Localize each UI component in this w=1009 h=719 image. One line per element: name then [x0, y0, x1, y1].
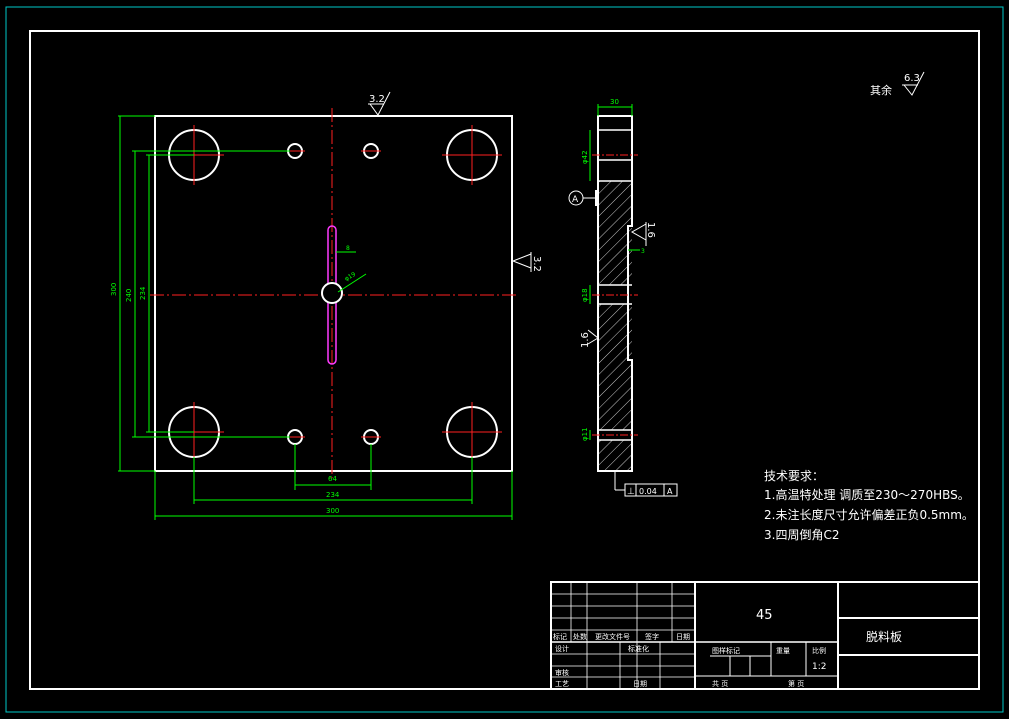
svg-text:30: 30: [610, 98, 619, 106]
svg-text:300: 300: [326, 507, 339, 515]
small-hole: [361, 429, 381, 445]
svg-text:240: 240: [125, 289, 133, 302]
svg-text:工艺: 工艺: [555, 680, 569, 688]
note-item: 1.高温特处理 调质至230～270HBS。: [764, 487, 970, 502]
plate-outline: [154, 115, 513, 472]
title-block-text: 45 脱料板 1:2 标记 处数 更改文件号 签字 日期 设计 标准化 图样标记…: [553, 608, 902, 688]
svg-text:φ11: φ11: [581, 427, 589, 441]
svg-text:φ42: φ42: [581, 150, 589, 164]
svg-text:设计: 设计: [555, 644, 569, 653]
sheet-border: [5, 6, 1004, 713]
svg-text:3.2: 3.2: [369, 94, 385, 105]
note-item: 3.四周倒角C2: [764, 528, 839, 542]
roughness-right: 3.2: [511, 252, 542, 272]
front-view: 300 240 234 64 234 300 8 φ19 3.2 3.2: [110, 91, 542, 520]
svg-text:1.6: 1.6: [580, 332, 591, 348]
svg-text:重量: 重量: [776, 647, 790, 655]
svg-text:φ18: φ18: [581, 288, 589, 302]
notes-title: 技术要求：: [764, 469, 824, 483]
corner-hole: [442, 402, 502, 462]
svg-text:3.2: 3.2: [531, 256, 542, 272]
svg-text:234: 234: [139, 286, 147, 300]
svg-text:处数: 处数: [573, 632, 587, 641]
svg-text:第 页: 第 页: [788, 679, 804, 688]
svg-text:64: 64: [328, 475, 337, 483]
svg-text:234: 234: [326, 491, 340, 499]
note-item: 2.未注长度尺寸允许偏差正负0.5mm。: [764, 507, 974, 522]
svg-text:A: A: [572, 195, 579, 205]
technical-notes: 技术要求： 1.高温特处理 调质至230～270HBS。 2.未注长度尺寸允许偏…: [764, 469, 974, 542]
svg-text:日期: 日期: [633, 680, 647, 688]
material: 45: [756, 608, 773, 623]
svg-text:审核: 审核: [555, 668, 569, 677]
svg-text:8: 8: [346, 245, 350, 252]
roughness-top: 3.2: [368, 91, 391, 116]
svg-text:φ19: φ19: [344, 271, 358, 283]
small-hole: [361, 143, 381, 159]
geometric-tolerance: ⊥ 0.04 A: [614, 471, 678, 497]
svg-text:比例: 比例: [812, 646, 826, 655]
svg-text:图样标记: 图样标记: [712, 646, 740, 655]
svg-text:其余: 其余: [870, 83, 892, 97]
svg-text:签字: 签字: [645, 632, 659, 641]
datum-a: A: [568, 190, 598, 206]
corner-hole: [442, 125, 502, 185]
svg-text:1.6: 1.6: [645, 222, 656, 238]
side-view: 30 φ42 φ18 φ11 3 A 1.6 1.6 ⊥ 0.04 A: [568, 98, 678, 497]
svg-text:6.3: 6.3: [904, 73, 920, 84]
svg-text:3: 3: [641, 248, 645, 255]
svg-text:标准化: 标准化: [628, 644, 649, 653]
roughness-other: 其余 6.3: [870, 71, 925, 97]
center-hole: [321, 282, 343, 304]
part-name: 脱料板: [866, 629, 902, 644]
roughness-side: 1.6: [630, 222, 656, 246]
svg-text:0.04: 0.04: [639, 487, 657, 496]
svg-text:标记: 标记: [553, 632, 567, 641]
roughness-side-left: 1.6: [580, 329, 599, 348]
svg-text:共 页: 共 页: [712, 679, 728, 688]
svg-text:更改文件号: 更改文件号: [595, 632, 630, 641]
drawing-frame: [29, 30, 980, 690]
svg-text:300: 300: [110, 283, 118, 296]
scale-value: 1:2: [812, 662, 826, 672]
svg-text:A: A: [667, 487, 673, 496]
title-block: [550, 581, 980, 690]
svg-text:日期: 日期: [676, 633, 690, 641]
svg-text:⊥: ⊥: [627, 487, 635, 497]
